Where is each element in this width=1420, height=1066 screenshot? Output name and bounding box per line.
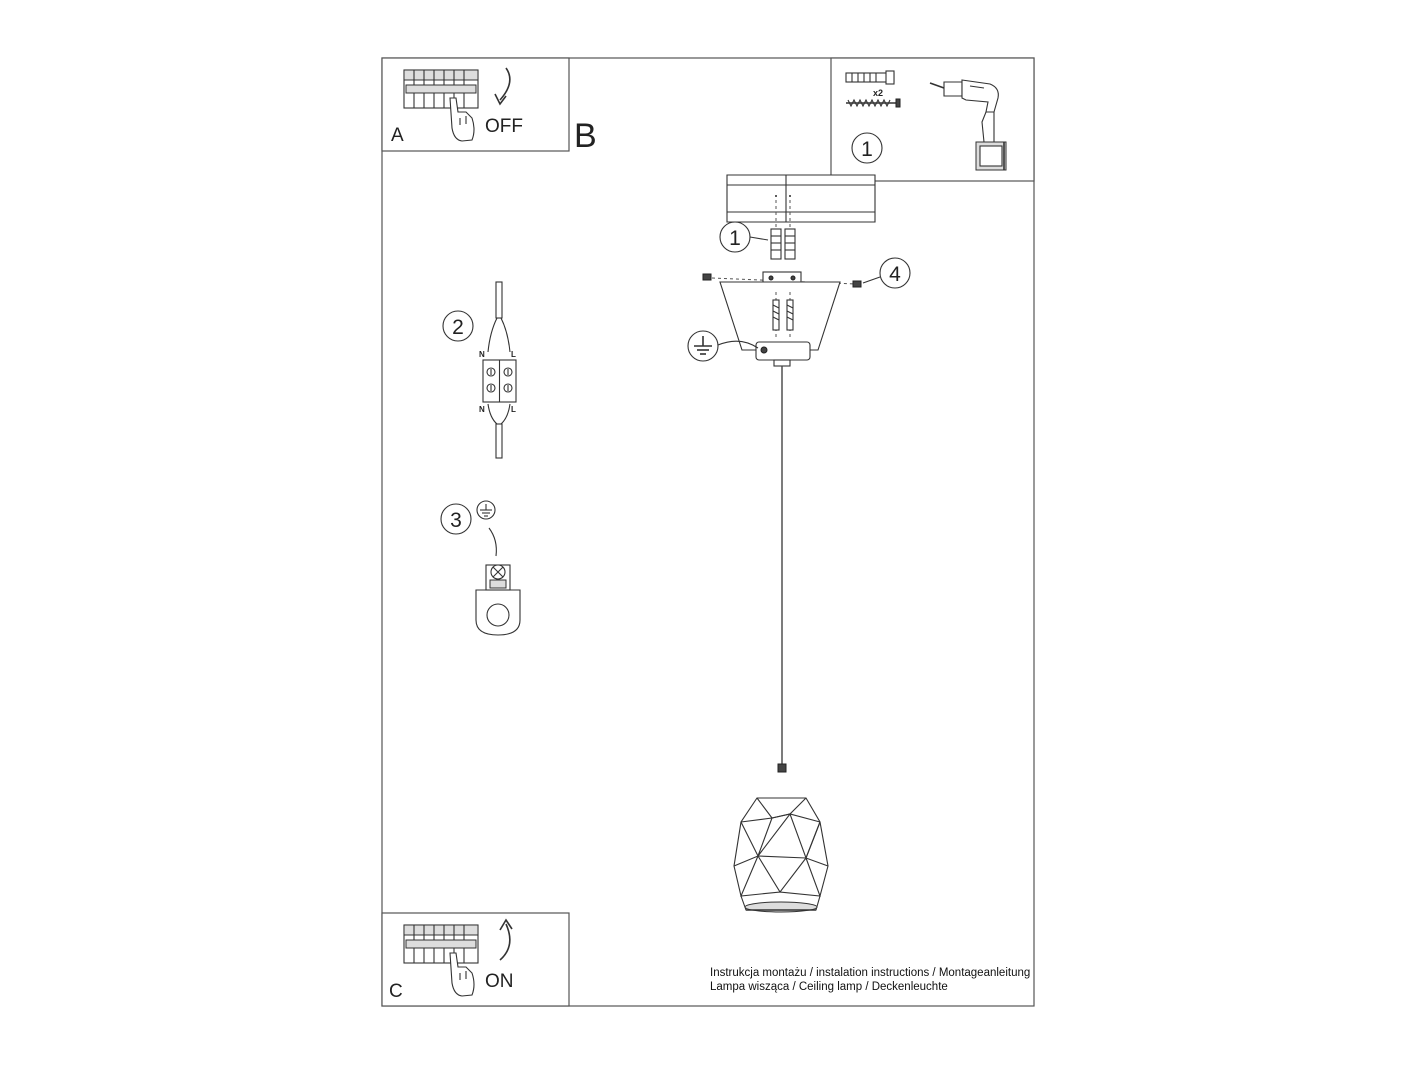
- anchors-step-number: 1: [729, 227, 741, 250]
- earth-step-number: 3: [450, 509, 462, 532]
- geometric-lamp-shade: [733, 797, 829, 913]
- kit-step-number: 1: [861, 138, 873, 161]
- side-screw-left-icon: [702, 273, 712, 281]
- switch-on-label: ON: [485, 971, 514, 992]
- side-screw-right-icon: [852, 280, 862, 288]
- screw-icon: [846, 98, 901, 108]
- wiring-diagram: 2 N L N L: [442, 281, 517, 459]
- terminal-bottom-l: L: [511, 405, 516, 414]
- canopy-screws: [772, 292, 794, 340]
- sheet-frame: [381, 57, 1035, 1007]
- panel-a-letter: A: [391, 125, 404, 146]
- arrow-up-icon: [499, 918, 513, 961]
- panel-c-letter: C: [389, 981, 403, 1002]
- earth-symbol-icon: [687, 330, 759, 362]
- kit-quantity: x2: [873, 88, 883, 98]
- drill-icon: [929, 79, 1007, 171]
- kit-step-badge: [851, 132, 883, 164]
- earth-connection-diagram: 3: [440, 500, 521, 636]
- wiring-step-number: 2: [452, 316, 464, 339]
- ceiling-rose: [755, 341, 811, 367]
- arrow-down-icon: [494, 67, 511, 106]
- canopy: [719, 281, 841, 351]
- panel-c-switch-on: C ON: [381, 912, 570, 1007]
- panel-b-letter: B: [574, 117, 597, 155]
- earth-small-icon: [476, 500, 496, 520]
- terminal-top-n: N: [479, 350, 485, 359]
- ceiling-block: [726, 174, 876, 223]
- footer-line-2: Lampa wisząca / Ceiling lamp / Deckenleu…: [710, 981, 948, 993]
- panel-a-switch-off: A OFF: [381, 57, 570, 152]
- side-screws-step-number: 4: [889, 263, 901, 286]
- wall-plug-icon: [845, 70, 895, 85]
- breaker-box-icon: [403, 924, 479, 964]
- hand-icon: [449, 952, 475, 997]
- cable-grip: [777, 763, 787, 773]
- breaker-box-icon: [403, 69, 479, 109]
- terminal-bottom-n: N: [479, 405, 485, 414]
- side-screws-step-badge: [879, 257, 911, 289]
- wall-plugs: [770, 228, 796, 260]
- switch-off-label: OFF: [485, 116, 523, 137]
- hand-icon: [449, 97, 475, 142]
- earth-step-badge: [440, 503, 472, 535]
- mounting-kit-panel: x2 1: [830, 57, 1035, 182]
- terminal-top-l: L: [511, 350, 516, 359]
- footer-line-1: Instrukcja montażu / instalation instruc…: [710, 967, 1030, 979]
- wiring-step-badge: [442, 310, 474, 342]
